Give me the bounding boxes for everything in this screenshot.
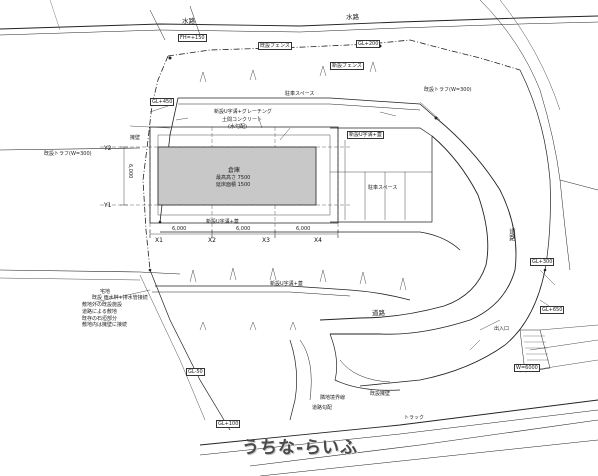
level-mark: GL+450 (150, 98, 175, 106)
retaining-label: 既設擁壁 (370, 391, 391, 397)
grid-dim: 6,000 (172, 226, 187, 232)
gutter-label-bottom: 新設U字溝+蓋 (270, 281, 303, 287)
building-area: 延床面積 1500 (216, 182, 251, 188)
neighbor-trough-right: 既設トラフ(W=300) (424, 87, 472, 93)
boundary-label: 隣地境界線 (320, 395, 346, 401)
concrete-sub-label: (水勾配) (228, 124, 247, 130)
road-label-right: 道路 (507, 228, 516, 241)
entrance-label: 出入口 (494, 326, 510, 332)
land-note-2-label: 既設 雨水桝+排水管接続 (92, 295, 148, 301)
level-mark: GL+300 (530, 258, 555, 266)
level-mark: GL+200 (356, 40, 381, 48)
level-mark: GL-50 (186, 368, 205, 376)
notes-block: 敷地外の既設施設 道路による敷地 既存の石垣部分 敷地内は擁壁に接続 (82, 302, 127, 329)
fence-top-label: 新設フェンス (330, 62, 364, 70)
notes-title: 敷地外の既設施設 (82, 302, 123, 308)
road-label-main: 道路 (372, 309, 385, 317)
notes-line: 既存の石垣部分 (82, 315, 118, 322)
gutter-label-parking: 新設U字溝+蓋 (347, 131, 384, 139)
truck-path-label: トラック (404, 415, 425, 421)
grid-x3: X3 (262, 237, 270, 244)
neighbor-trough-left: 既設トラフ(W=300) (44, 151, 92, 157)
grid-y1: Y2 (104, 145, 112, 152)
notes-line: 敷地内は擁壁に接続 (82, 322, 128, 329)
grid-y2: Y1 (104, 202, 112, 209)
parking-space-top: 駐車スペース (285, 91, 315, 97)
grid-dim: 6,000 (236, 226, 251, 232)
notes-line: 道路による敷地 (82, 308, 117, 315)
parking-space-right: 駐車スペース (368, 185, 398, 191)
watermark-logo: うちな-らいふ (242, 438, 359, 458)
grid-dim: 6,000 (127, 164, 133, 179)
building-height: 最高高さ 7500 (216, 175, 251, 181)
entrance-width-label: W=6000 (514, 364, 540, 372)
grating-label: 新設U字溝+グレーチング (214, 109, 272, 115)
level-mark: GL+100 (216, 420, 241, 428)
grid-x4: X4 (314, 237, 322, 244)
gutter-label-building: 新設U字溝+蓋 (206, 219, 239, 225)
waterway-label-left: 水路 (182, 17, 195, 25)
grid-x2: X2 (208, 237, 216, 244)
waterway-label-right: 水路 (346, 13, 359, 21)
grid-dim: 6,000 (296, 226, 311, 232)
concrete-label: 土間コンクリート (222, 117, 263, 123)
level-mark: GL+650 (540, 306, 565, 314)
building-name: 倉庫 (228, 167, 241, 174)
fence-left-label: 既設フェンス (258, 42, 292, 50)
grid-x1: X1 (155, 237, 163, 244)
land-note-label: 宅地 (100, 289, 111, 295)
level-mark: FH=+150 (178, 34, 207, 42)
slope-road-label: 道路勾配 (312, 405, 333, 411)
slope-label: 擁壁 (130, 135, 141, 141)
